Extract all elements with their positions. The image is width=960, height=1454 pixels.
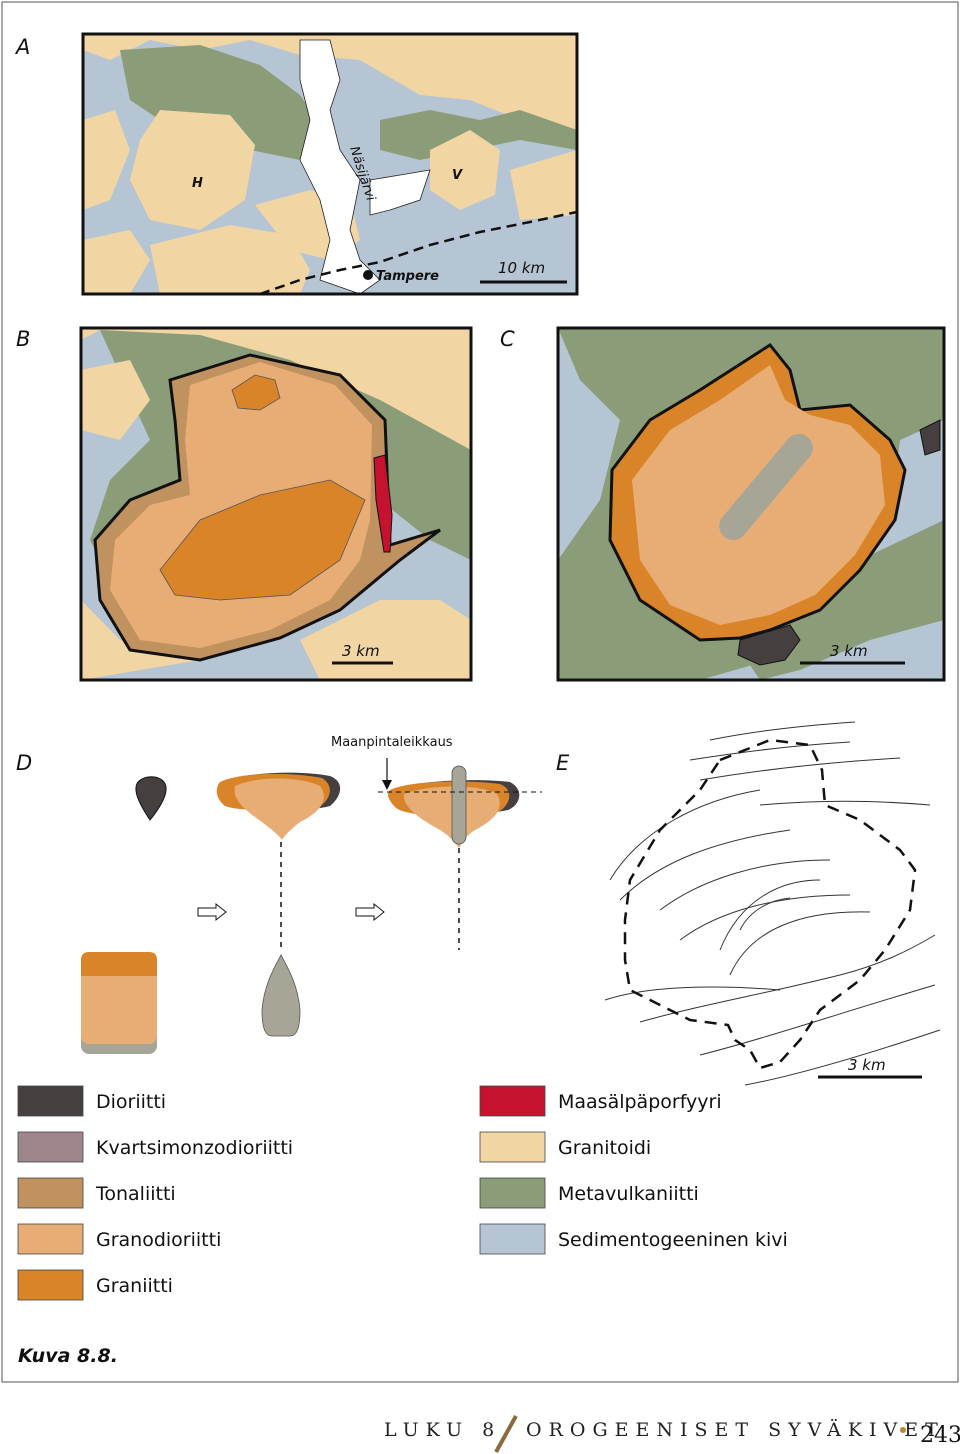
drop-diorite [135, 776, 167, 821]
dike-stage-3 [451, 765, 467, 845]
panel-e-diagram [604, 721, 941, 1086]
section-label: Maanpintaleikkaus [331, 735, 453, 750]
section-arrow-head [382, 780, 392, 790]
arrow-right-1 [197, 902, 227, 922]
rising-magma [261, 954, 301, 1037]
magma-block [81, 952, 157, 1054]
legend-label-right-0: Maasälpäporfyyri [558, 1091, 722, 1113]
scale-c-label: 3 km [830, 642, 868, 660]
legend-label-right-3: Sedimentogeeninen kivi [558, 1229, 788, 1251]
legend-label-left-3: Granodioriitti [96, 1229, 221, 1251]
legend-swatch-left-1 [17, 1131, 84, 1163]
panel-b-label: B [16, 327, 30, 351]
legend: DioriittiKvartsimonzodioriittiTonaliitti… [17, 1085, 788, 1301]
footer-title: OROGEENISET SYVÄKIVET [526, 1418, 945, 1441]
h-label: H [192, 176, 203, 191]
v-label: V [452, 168, 463, 183]
legend-label-left-1: Kvartsimonzodioriitti [96, 1137, 293, 1159]
city-marker [363, 270, 373, 280]
legend-swatch-left-3 [17, 1223, 84, 1255]
panel-a-label: A [14, 35, 30, 59]
panel-b-map: 3 km [79, 326, 473, 682]
pluton-stage-2-inner [234, 778, 324, 840]
legend-swatch-right-2 [479, 1177, 546, 1209]
legend-label-left-4: Graniitti [96, 1275, 173, 1297]
panel-d-diagram: Maanpintaleikkaus [81, 735, 542, 1054]
panel-a-map: Näsijärvi H V Tampere 10 km [81, 32, 579, 296]
pluton-outline [623, 738, 917, 1070]
legend-swatch-left-0 [17, 1085, 84, 1117]
legend-label-right-2: Metavulkaniitti [558, 1183, 699, 1205]
panel-e-label: E [556, 751, 570, 775]
panel-c-map: 3 km [556, 326, 946, 682]
legend-swatch-left-4 [17, 1269, 84, 1301]
panel-c-label: C [500, 327, 515, 351]
footer-slash [494, 1415, 518, 1453]
legend-label-left-2: Tonaliitti [95, 1183, 176, 1205]
scale-e-label: 3 km [848, 1056, 886, 1074]
panel-d-label: D [16, 751, 32, 775]
legend-label-left-0: Dioriitti [96, 1091, 166, 1113]
figure-caption: Kuva 8.8. [18, 1345, 118, 1367]
footer-page: 243 [920, 1423, 960, 1448]
legend-label-right-1: Granitoidi [558, 1137, 651, 1159]
footer-chapter: LUKU 8 [384, 1419, 501, 1441]
legend-swatch-right-1 [479, 1131, 546, 1163]
arrow-right-2 [355, 902, 385, 922]
footer-dot [900, 1427, 906, 1433]
scale-a-label: 10 km [498, 259, 545, 277]
city-label: Tampere [376, 269, 439, 284]
scale-b-label: 3 km [342, 642, 380, 660]
legend-swatch-right-3 [479, 1223, 546, 1255]
legend-swatch-left-2 [17, 1177, 84, 1209]
legend-swatch-right-0 [479, 1085, 546, 1117]
center-dike [719, 433, 813, 541]
